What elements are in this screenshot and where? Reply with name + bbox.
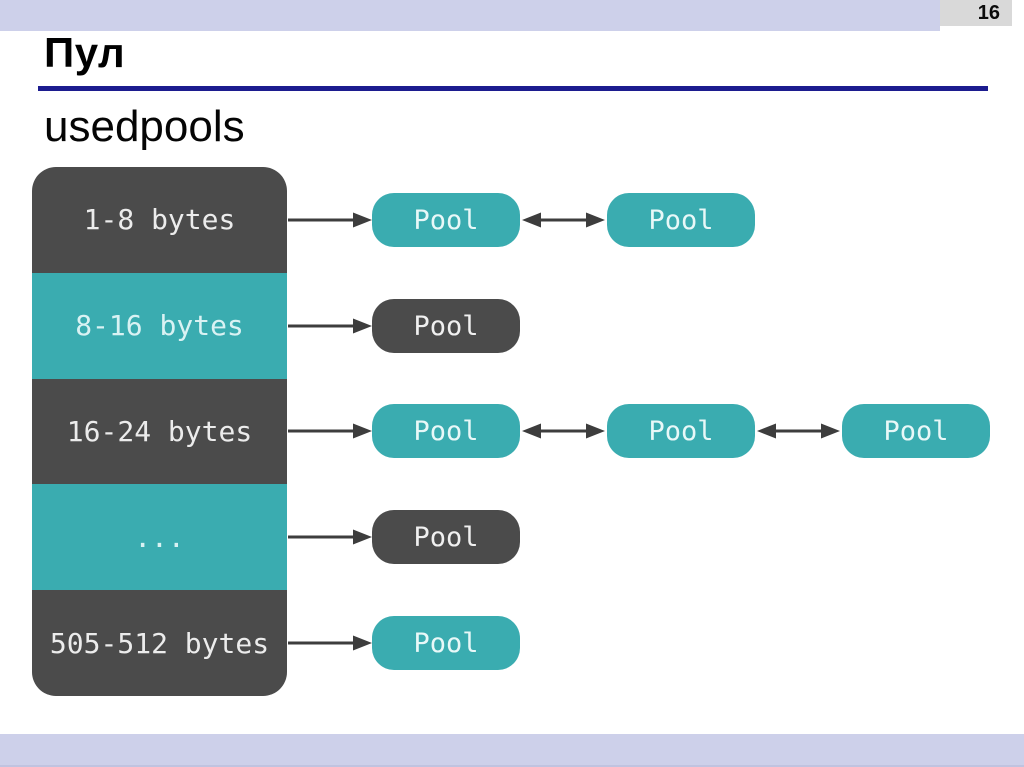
size-class-label: 8-16 bytes — [75, 309, 244, 343]
size-class-cell: 505-512 bytes — [32, 590, 287, 696]
pool-label: Pool — [413, 204, 479, 236]
size-class-column: 1-8 bytes 8-16 bytes 16-24 bytes ... 505… — [32, 167, 287, 696]
size-class-label: ... — [134, 520, 185, 554]
pool-node: Pool — [842, 404, 990, 458]
pool-row: Pool Pool Pool — [287, 404, 990, 458]
pool-node: Pool — [372, 616, 520, 670]
pool-row: Pool — [287, 510, 520, 564]
pool-node: Pool — [372, 510, 520, 564]
pool-label: Pool — [883, 415, 949, 447]
size-class-cell: 1-8 bytes — [32, 167, 287, 273]
arrow-right-icon — [288, 423, 372, 439]
pool-row: Pool — [287, 299, 520, 353]
pool-label: Pool — [413, 310, 479, 342]
page-number-badge: 16 — [940, 0, 1012, 26]
slide-title: Пул — [44, 29, 126, 76]
size-class-label: 505-512 bytes — [49, 626, 270, 660]
pool-label: Pool — [413, 415, 479, 447]
size-class-label: 16-24 bytes — [66, 414, 253, 448]
pool-label: Pool — [648, 204, 714, 236]
pool-row: Pool — [287, 616, 520, 670]
slide-subtitle: usedpools — [44, 102, 245, 151]
arrow-both-icon — [522, 212, 605, 228]
arrow-both-icon — [522, 423, 605, 439]
title-underline — [38, 86, 988, 91]
pool-node: Pool — [372, 404, 520, 458]
page-number: 16 — [977, 1, 1000, 24]
size-class-label: 1-8 bytes — [83, 203, 236, 237]
arrow-right-icon — [288, 318, 372, 334]
top-bar — [0, 0, 940, 31]
pool-label: Pool — [648, 415, 714, 447]
size-class-cell: 8-16 bytes — [32, 272, 287, 379]
bottom-bar — [0, 734, 1024, 767]
arrow-right-icon — [288, 635, 372, 651]
pool-row: Pool Pool — [287, 193, 755, 247]
arrow-right-icon — [288, 212, 372, 228]
pool-label: Pool — [413, 521, 479, 553]
pool-node: Pool — [607, 404, 755, 458]
arrow-right-icon — [288, 529, 372, 545]
size-class-cell: ... — [32, 484, 287, 591]
pool-node: Pool — [607, 193, 755, 247]
pool-node: Pool — [372, 299, 520, 353]
size-class-cell: 16-24 bytes — [32, 379, 287, 485]
arrow-both-icon — [757, 423, 840, 439]
pool-node: Pool — [372, 193, 520, 247]
pool-label: Pool — [413, 627, 479, 659]
